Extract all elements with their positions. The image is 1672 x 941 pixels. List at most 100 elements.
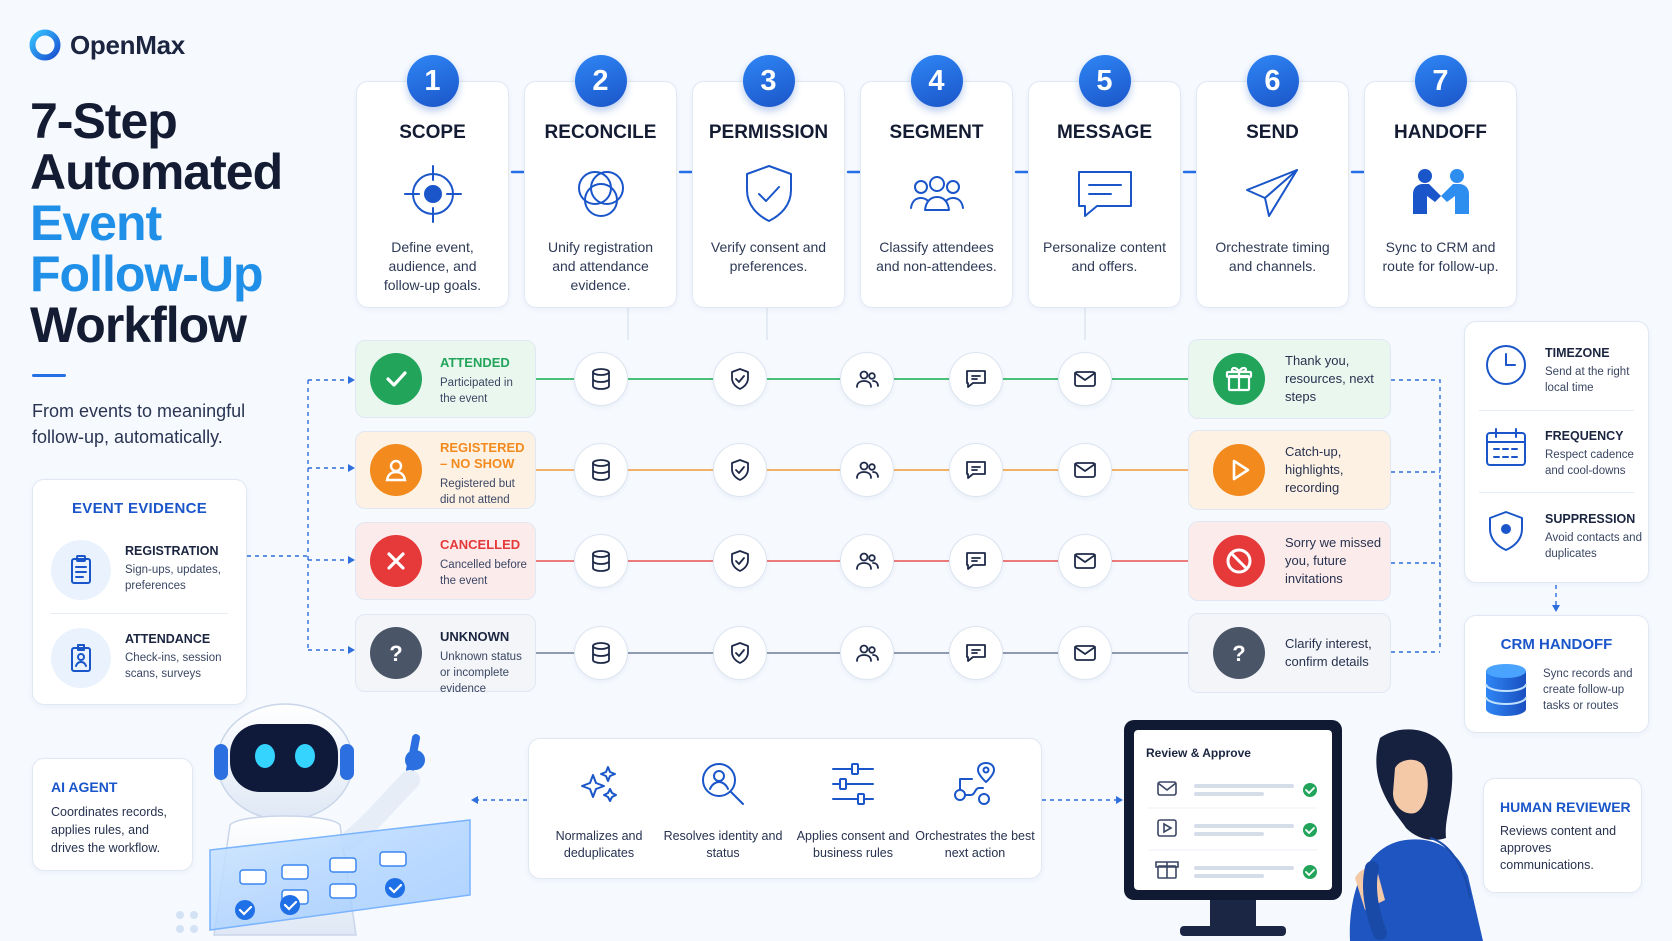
step-number-badge: 2 <box>574 55 627 107</box>
database-icon <box>574 534 628 588</box>
status-desc: Unknown status or incomplete evidence <box>440 651 522 695</box>
human-reviewer-desc: Reviews content and approves communicati… <box>1500 824 1617 872</box>
process-label: Applies consent and business rules <box>796 829 910 860</box>
review-monitor <box>1124 720 1342 936</box>
title-line-4: Follow-Up <box>30 246 264 302</box>
crm-desc: Sync records and create follow-up tasks … <box>1543 668 1633 712</box>
step-number-badge: 7 <box>1414 55 1467 107</box>
outcome-card-cancelled: Sorry we missed you, future invitations <box>1188 521 1391 601</box>
title-line-3: Event <box>30 195 162 251</box>
event-evidence-card: EVENT EVIDENCE REGISTRATION Sign-ups, up… <box>32 479 247 705</box>
step-description: Define event, audience, and follow-up go… <box>383 239 482 293</box>
process-label: Orchestrates the best next action <box>915 829 1035 860</box>
step-label: HANDOFF <box>1394 122 1487 143</box>
page-title: 7-Step Automated Event Follow-Up Workflo… <box>30 96 283 353</box>
rule-name: SUPPRESSION <box>1545 512 1636 526</box>
event-evidence-title: EVENT EVIDENCE <box>71 500 208 517</box>
shield-check-icon <box>735 160 803 228</box>
outcome-card-attended: Thank you, resources, next steps <box>1188 339 1391 419</box>
process-step-orchestrate: Orchestrates the best next action <box>913 759 1037 862</box>
outcome-card-unknown: ? Clarify interest, confirm details <box>1188 613 1391 693</box>
question-icon: ? <box>370 627 422 679</box>
clipboard-icon <box>51 540 111 600</box>
outcome-text: Clarify interest, confirm details <box>1285 636 1372 669</box>
rule-timezone: TIMEZONE Send at the right local time <box>1465 334 1648 408</box>
status-title: CANCELLED <box>440 537 521 552</box>
human-reviewer-card: HUMAN REVIEWER Reviews content and appro… <box>1483 778 1642 893</box>
chat-icon <box>949 443 1003 497</box>
human-reviewer-title: HUMAN REVIEWER <box>1500 799 1631 815</box>
step-description: Personalize content and offers. <box>1043 239 1166 274</box>
question-icon: ? <box>1213 627 1265 679</box>
page-subtitle: From events to meaningful follow-up, aut… <box>32 401 246 447</box>
title-line-5: Workflow <box>30 297 247 353</box>
send-rules-card: TIMEZONE Send at the right local time FR… <box>1464 321 1649 583</box>
step-description: Verify consent and preferences. <box>710 239 827 274</box>
database-icon <box>574 352 628 406</box>
play-icon <box>1213 444 1265 496</box>
step-description: Orchestrate timing and channels. <box>1215 239 1330 274</box>
ai-agent-card: AI AGENT Coordinates records, applies ru… <box>32 758 193 871</box>
step-number-badge: 4 <box>910 55 963 107</box>
step-number-badge: 1 <box>406 55 459 107</box>
status-desc: Participated in the event <box>440 377 513 405</box>
human-reviewer-illustration <box>1349 729 1483 941</box>
evidence-name: ATTENDANCE <box>125 632 211 646</box>
title-divider <box>32 374 66 377</box>
sliders-icon <box>832 763 874 805</box>
users-icon <box>840 626 894 680</box>
process-step-rules: Applies consent and business rules <box>791 759 915 862</box>
step-label: SEGMENT <box>889 122 984 143</box>
process-step-normalize: Normalizes and deduplicates <box>537 759 661 862</box>
database-icon <box>574 443 628 497</box>
crm-title: CRM HANDOFF <box>1500 636 1613 653</box>
crm-handoff-card: CRM HANDOFF Sync records and create foll… <box>1464 615 1649 733</box>
svg-text:?: ? <box>389 641 402 666</box>
shield-check-icon <box>713 534 767 588</box>
mail-icon <box>1058 352 1112 406</box>
ai-agent-desc: Coordinates records, applies rules, and … <box>51 805 168 855</box>
badge-icon <box>51 628 111 688</box>
database-icon <box>1485 664 1527 716</box>
users-icon <box>840 443 894 497</box>
step-label: SCOPE <box>399 122 466 143</box>
mail-icon <box>1058 534 1112 588</box>
calendar-icon <box>1486 428 1526 466</box>
step-label: RECONCILE <box>544 122 657 143</box>
mail-icon <box>1058 626 1112 680</box>
rule-divider <box>1479 410 1634 411</box>
outcome-card-no-show: Catch-up, highlights, recording <box>1188 430 1391 510</box>
target-icon <box>399 160 467 228</box>
shield-check-icon <box>713 352 767 406</box>
chat-icon <box>949 626 1003 680</box>
mail-icon <box>1058 443 1112 497</box>
rule-desc: Respect cadence and cool-downs <box>1545 449 1634 477</box>
close-icon <box>370 535 422 587</box>
chat-icon <box>1071 160 1139 228</box>
clock-icon <box>1486 345 1526 385</box>
rule-divider <box>1479 492 1634 493</box>
evidence-registration: REGISTRATION Sign-ups, updates, preferen… <box>51 536 234 602</box>
block-icon <box>1213 535 1265 587</box>
step-label: SEND <box>1246 122 1299 143</box>
evidence-name: REGISTRATION <box>125 544 219 558</box>
openmax-logo-icon <box>29 29 61 61</box>
gift-icon <box>1213 353 1265 405</box>
rule-suppression: SUPPRESSION Avoid contacts and duplicate… <box>1465 500 1648 574</box>
step-label: PERMISSION <box>708 122 829 143</box>
paper-plane-icon <box>1239 160 1307 228</box>
shield-check-icon <box>713 626 767 680</box>
handshake-icon <box>1407 160 1475 228</box>
route-icon <box>954 762 995 805</box>
status-desc: Cancelled before the event <box>440 559 527 587</box>
database-icon <box>574 626 628 680</box>
evidence-desc: Sign-ups, updates, preferences <box>125 564 221 592</box>
outcome-text: Catch-up, highlights, recording <box>1285 444 1344 495</box>
evidence-desc: Check-ins, session scans, surveys <box>125 652 222 680</box>
